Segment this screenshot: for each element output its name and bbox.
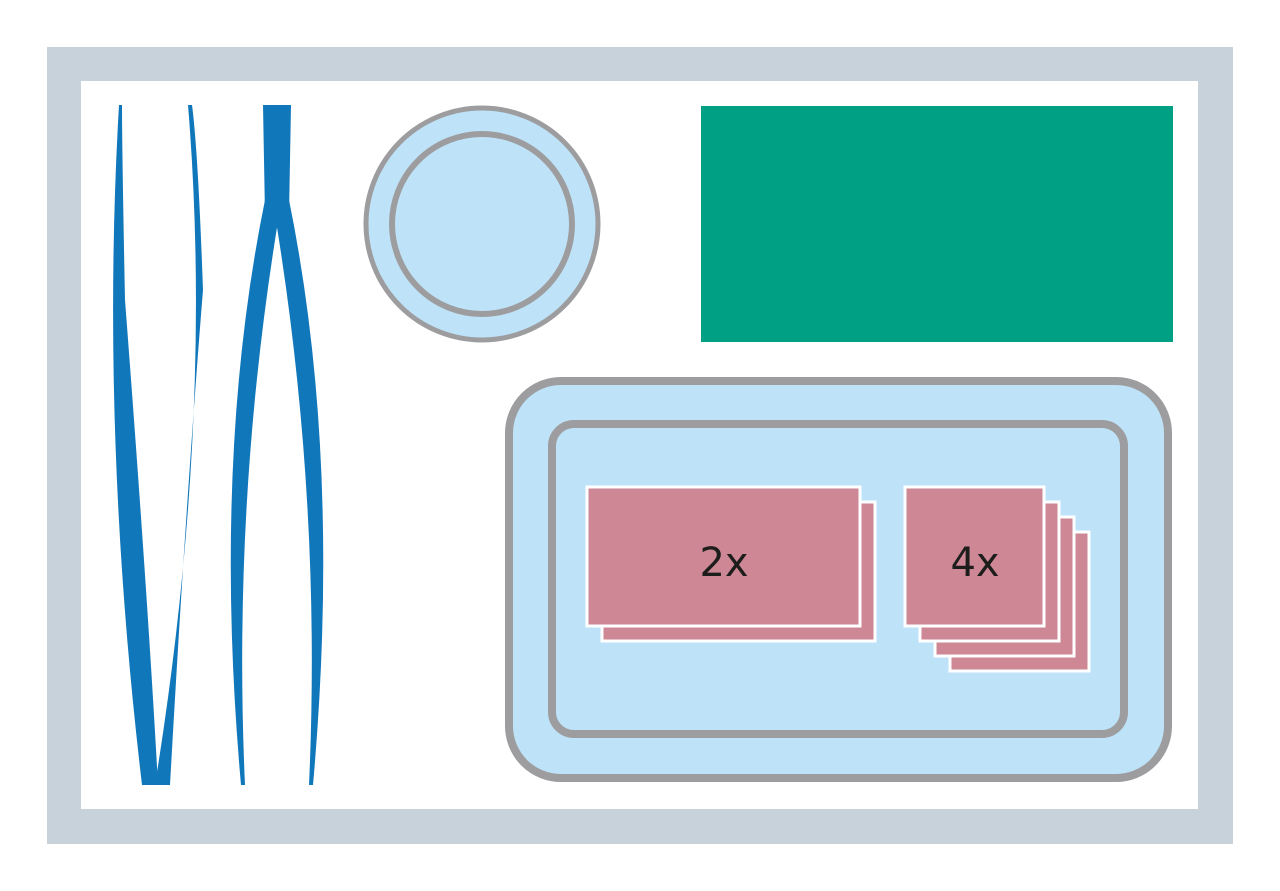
dish-inner-rim: [389, 131, 575, 317]
gauze-pad: [585, 485, 862, 628]
forceps-2-arm-left: [230, 200, 279, 785]
gauze-pads-small: [903, 485, 1091, 673]
forceps-2-handle: [263, 105, 291, 215]
forceps-1-arm-left: [113, 105, 158, 785]
forceps-1: [113, 105, 203, 785]
drape: [701, 106, 1173, 342]
gauze-pad: [903, 485, 1046, 628]
forceps-2-arm-right: [275, 200, 324, 785]
round-dish: [363, 105, 601, 343]
gauze-pads-large: [585, 485, 877, 643]
large-pad-count-label: 2x: [699, 540, 748, 586]
forceps-2: [230, 105, 324, 785]
small-pad-count-label: 4x: [950, 540, 999, 586]
